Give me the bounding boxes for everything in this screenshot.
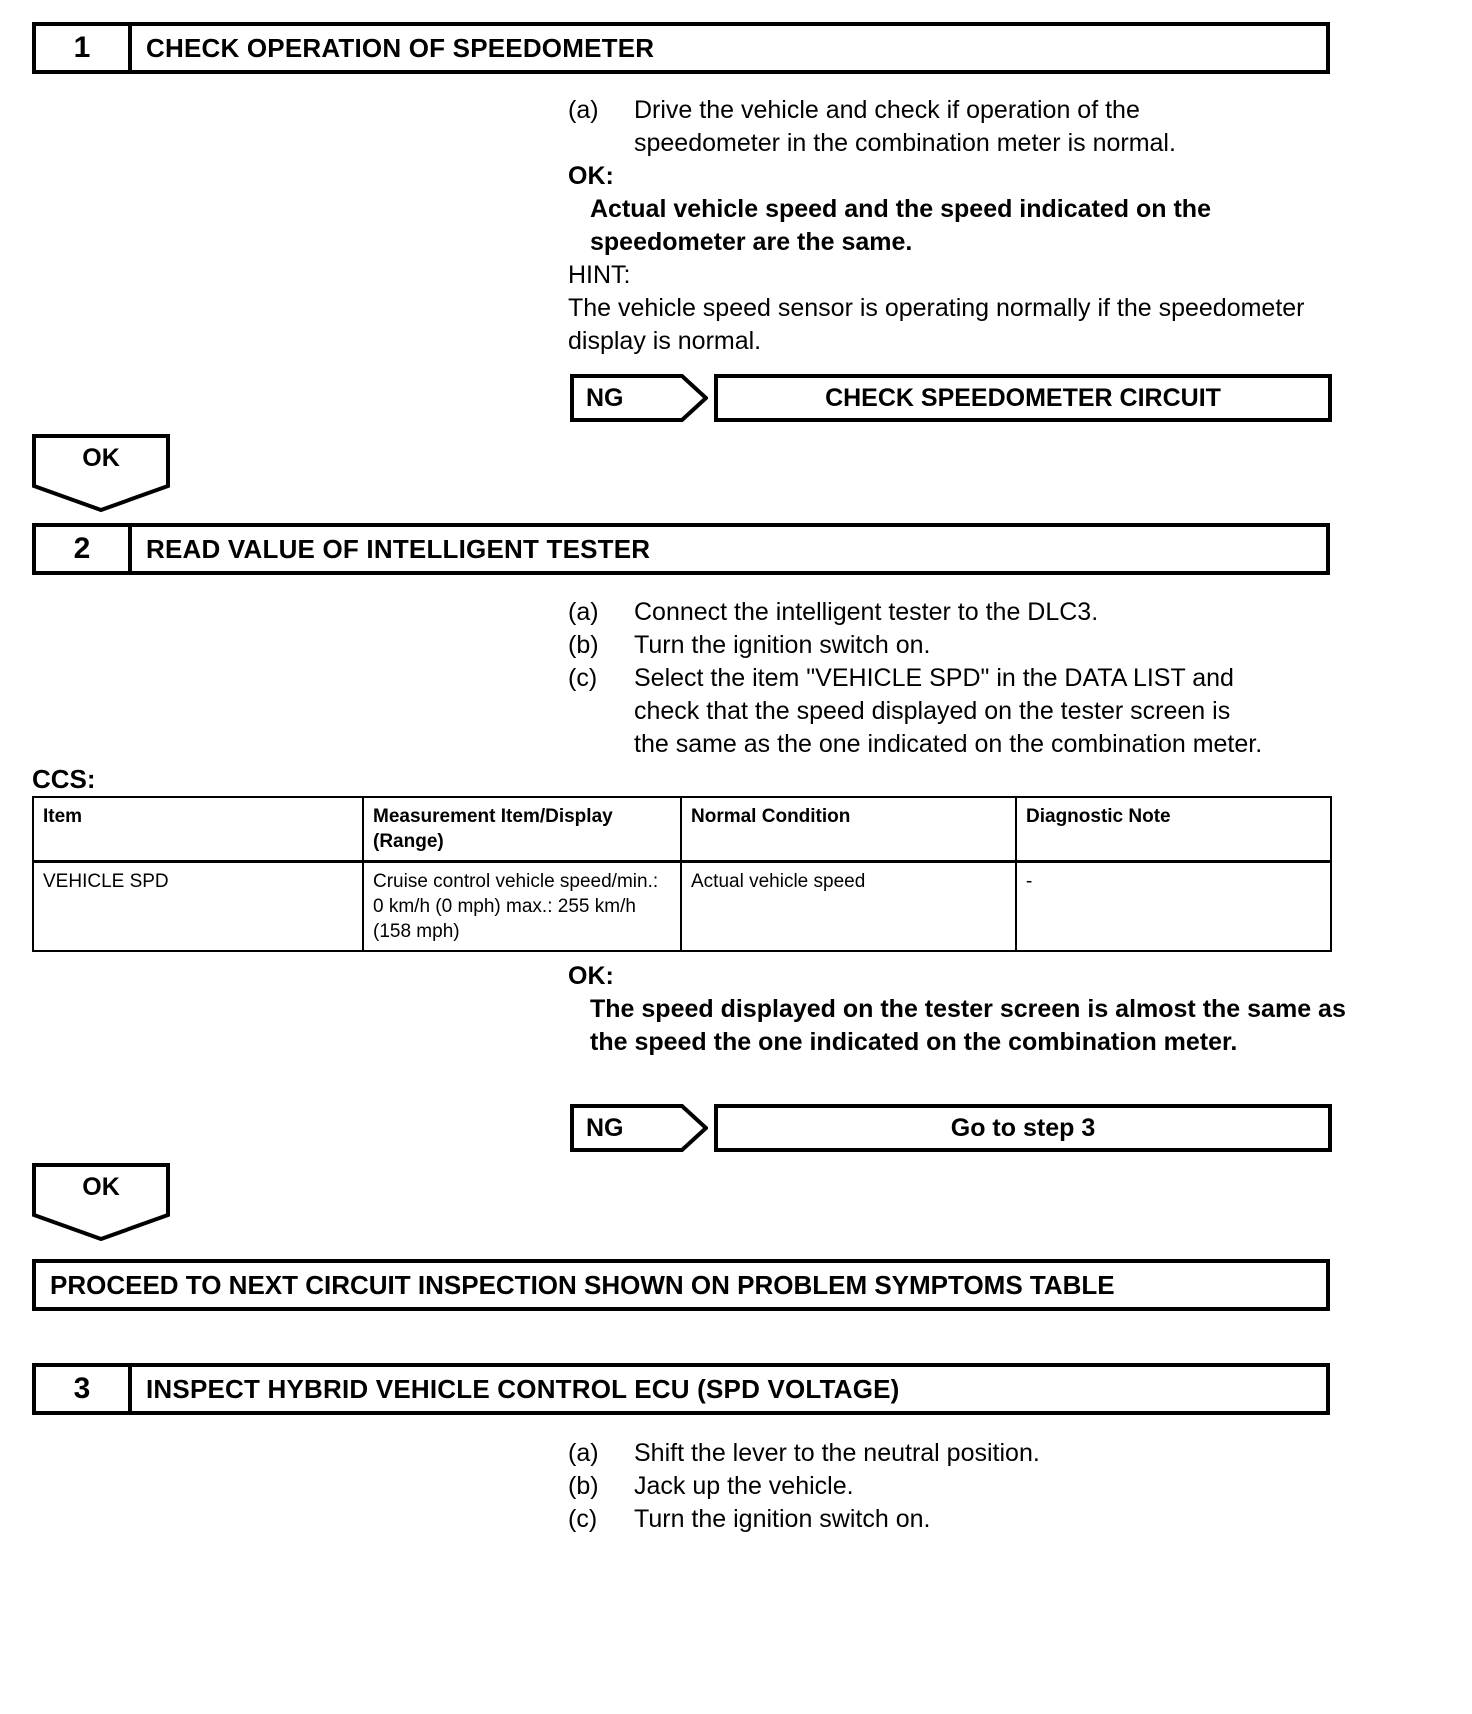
step-1-ok-label: OK: bbox=[568, 162, 614, 190]
step-3-instruction-b: (b) Jack up the vehicle. bbox=[568, 1470, 1358, 1503]
step-3-title: INSPECT HYBRID VEHICLE CONTROL ECU (SPD … bbox=[146, 1373, 900, 1404]
step-2-header: 2 READ VALUE OF INTELLIGENT TESTER bbox=[32, 523, 1330, 575]
step-1-hint-text: The vehicle speed sensor is operating no… bbox=[568, 294, 1305, 355]
step-2-instruction-c: (c) Select the item "VEHICLE SPD" in the… bbox=[568, 662, 1358, 761]
step-1-ng-tag-label: NG bbox=[586, 383, 624, 412]
step-3-instruction-a: (a) Shift the lever to the neutral posit… bbox=[568, 1437, 1358, 1470]
step-1-header: 1 CHECK OPERATION OF SPEEDOMETER bbox=[32, 22, 1330, 74]
step-2-ng-tag: NG bbox=[570, 1104, 708, 1152]
step-1-instruction-a-text: Drive the vehicle and check if operation… bbox=[634, 96, 1176, 157]
step-2-ok-label: OK: bbox=[568, 962, 614, 990]
ccs-table: Item Measurement Item/Display (Range) No… bbox=[32, 796, 1332, 952]
step-3-number: 3 bbox=[36, 1367, 132, 1411]
step-3-instruction-a-text: Shift the lever to the neutral position. bbox=[634, 1439, 1040, 1467]
ccs-header-diagnostic-note: Diagnostic Note bbox=[1015, 796, 1332, 863]
step-3-instruction-c: (c) Turn the ignition switch on. bbox=[568, 1503, 1358, 1536]
step-2-title: READ VALUE OF INTELLIGENT TESTER bbox=[146, 533, 651, 564]
step-3-instruction-c-label: (c) bbox=[568, 1505, 598, 1533]
step-2-ok-block: OK: The speed displayed on the tester sc… bbox=[568, 960, 1358, 1059]
step-2-body: (a) Connect the intelligent tester to th… bbox=[568, 596, 1358, 761]
step-1-ok-tag-label: OK bbox=[82, 444, 120, 472]
step-3-header: 3 INSPECT HYBRID VEHICLE CONTROL ECU (SP… bbox=[32, 1363, 1330, 1415]
step-2-ng-result-box[interactable]: Go to step 3 bbox=[714, 1104, 1332, 1152]
step-3-instruction-a-label: (a) bbox=[568, 1439, 599, 1467]
step-1-ng-tag: NG bbox=[570, 374, 708, 422]
step-2-ng-result-label: Go to step 3 bbox=[950, 1113, 1096, 1142]
step-2-ng-branch: NG Go to step 3 bbox=[570, 1104, 1332, 1152]
ccs-header-row: Item Measurement Item/Display (Range) No… bbox=[32, 796, 1332, 863]
ccs-header-item: Item bbox=[32, 796, 364, 863]
step-2-instruction-a-text: Connect the intelligent tester to the DL… bbox=[634, 598, 1099, 626]
step-1-ok-criteria: Actual vehicle speed and the speed indic… bbox=[590, 195, 1211, 256]
proceed-banner[interactable]: PROCEED TO NEXT CIRCUIT INSPECTION SHOWN… bbox=[32, 1259, 1330, 1311]
step-1-title: CHECK OPERATION OF SPEEDOMETER bbox=[146, 32, 655, 63]
step-1-instruction-a: (a) Drive the vehicle and check if opera… bbox=[568, 94, 1358, 160]
step-3-instruction-c-text: Turn the ignition switch on. bbox=[634, 1505, 931, 1533]
step-1-hint-label: HINT: bbox=[568, 261, 631, 289]
step-2-ok-criteria: The speed displayed on the tester screen… bbox=[590, 995, 1346, 1056]
step-2-ok-tag-label: OK bbox=[82, 1173, 120, 1201]
step-2-instruction-b-label: (b) bbox=[568, 631, 599, 659]
step-2-instruction-a: (a) Connect the intelligent tester to th… bbox=[568, 596, 1358, 629]
step-2-instruction-a-label: (a) bbox=[568, 598, 599, 626]
ccs-cell-normal-condition: Actual vehicle speed bbox=[680, 860, 1017, 952]
step-3-body: (a) Shift the lever to the neutral posit… bbox=[568, 1437, 1358, 1536]
step-1-ng-result-label: CHECK SPEEDOMETER CIRCUIT bbox=[825, 383, 1221, 412]
step-1-ng-result-box[interactable]: CHECK SPEEDOMETER CIRCUIT bbox=[714, 374, 1332, 422]
step-2-instruction-c-label: (c) bbox=[568, 664, 598, 692]
step-2-ng-tag-label: NG bbox=[586, 1113, 624, 1142]
ccs-header-normal-condition: Normal Condition bbox=[680, 796, 1017, 863]
ccs-cell-measurement: Cruise control vehicle speed/min.: 0 km/… bbox=[362, 860, 682, 952]
ccs-caption: CCS: bbox=[32, 764, 96, 794]
step-2-ok-tag: OK bbox=[32, 1163, 170, 1241]
proceed-banner-label: PROCEED TO NEXT CIRCUIT INSPECTION SHOWN… bbox=[50, 1269, 1115, 1300]
ccs-cell-diagnostic-note: - bbox=[1015, 860, 1332, 952]
step-2-instruction-c-text: Select the item "VEHICLE SPD" in the DAT… bbox=[634, 664, 1263, 758]
step-1-ok-tag: OK bbox=[32, 434, 170, 512]
step-2-instruction-b-text: Turn the ignition switch on. bbox=[634, 631, 931, 659]
step-1-number: 1 bbox=[36, 26, 132, 70]
ccs-header-measurement: Measurement Item/Display (Range) bbox=[362, 796, 682, 863]
step-3-instruction-b-text: Jack up the vehicle. bbox=[634, 1472, 854, 1500]
step-2-instruction-b: (b) Turn the ignition switch on. bbox=[568, 629, 1358, 662]
step-2-number: 2 bbox=[36, 527, 132, 571]
step-1-ng-branch: NG CHECK SPEEDOMETER CIRCUIT bbox=[570, 374, 1332, 422]
step-1-body: (a) Drive the vehicle and check if opera… bbox=[568, 94, 1358, 358]
step-1-instruction-a-label: (a) bbox=[568, 96, 599, 124]
step-3-instruction-b-label: (b) bbox=[568, 1472, 599, 1500]
ccs-cell-item: VEHICLE SPD bbox=[32, 860, 364, 952]
table-row: VEHICLE SPD Cruise control vehicle speed… bbox=[32, 860, 1332, 952]
